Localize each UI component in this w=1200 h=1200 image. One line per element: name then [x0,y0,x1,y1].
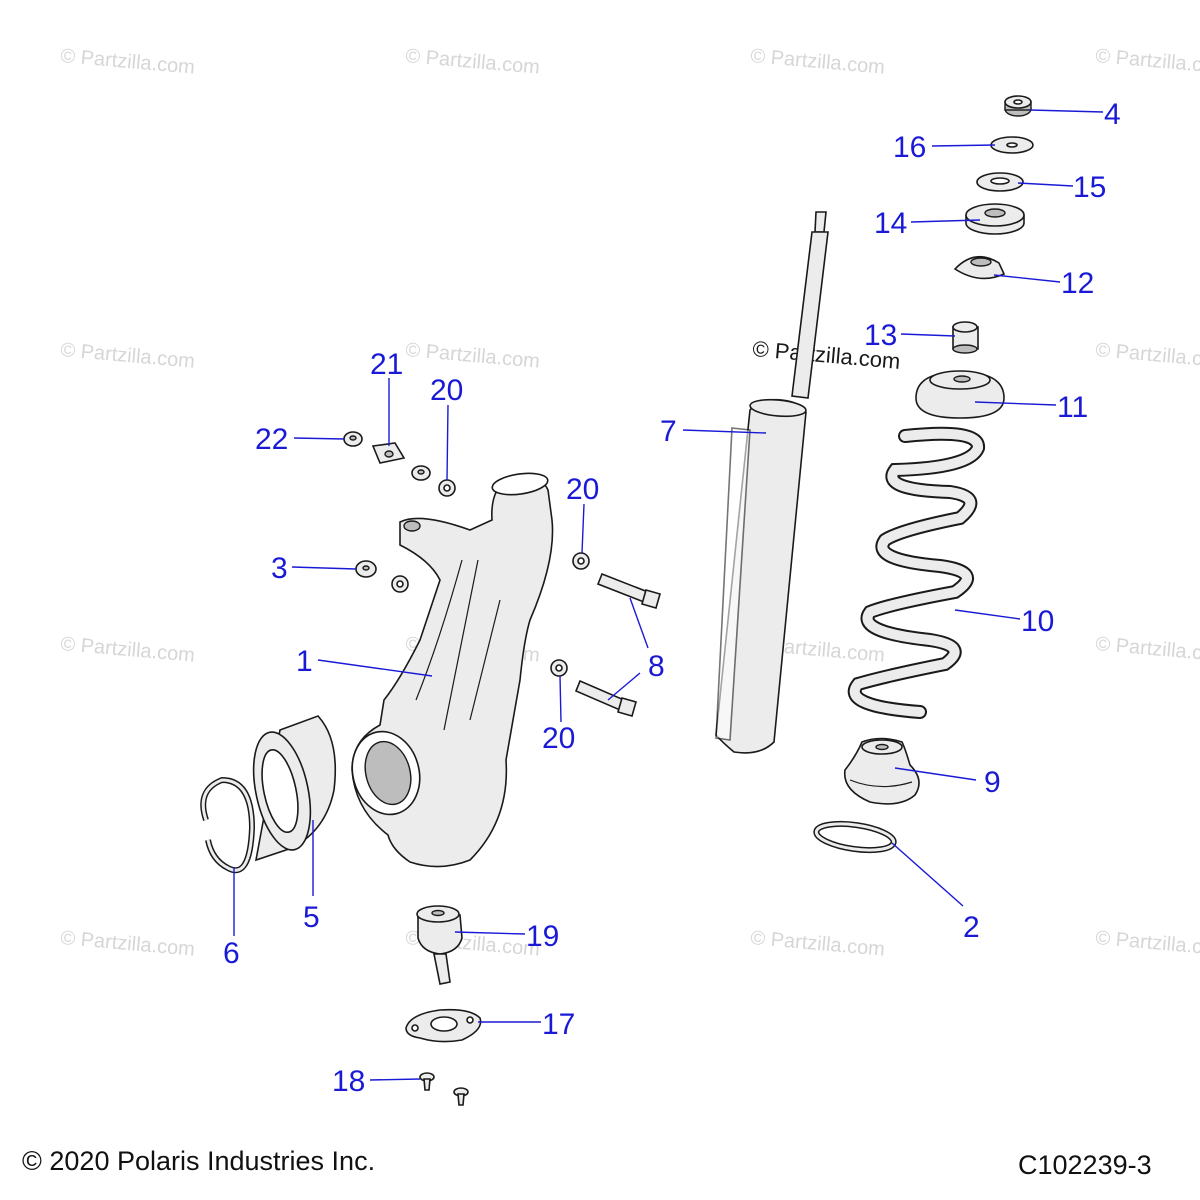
part-screw-18 [453,1087,469,1106]
part-washer-20 [550,659,568,677]
callout-12: 12 [993,267,1094,300]
watermark: © Partzilla.com [60,927,196,961]
callout-number: 5 [303,901,320,934]
callout-10: 10 [954,605,1054,638]
callout-number: 12 [1061,267,1094,300]
watermark: © Partzilla.com [60,633,196,667]
callout-number: 2 [963,911,980,944]
watermark: © Partzilla.com [1095,339,1200,373]
part-spring-seat-11 [915,370,1005,419]
part-bearing-5 [252,715,337,862]
callout-number: 20 [430,374,463,407]
part-nut-3 [355,560,377,578]
callout-number: 20 [566,473,599,506]
callout-number: 6 [223,937,240,970]
part-ball-joint-19 [416,905,463,985]
part-bolt-8 [596,572,661,609]
callout-number: 22 [255,423,288,456]
part-spacer-13 [952,321,979,354]
callout-17: 17 [478,1008,575,1041]
watermark: © Partzilla.com [1095,45,1200,79]
part-snap-ring-6 [200,776,256,874]
callout-number: 3 [271,552,288,585]
part-washer-16 [990,136,1034,154]
watermark-grid: © Partzilla.com © Partzilla.com © Partzi… [60,45,1200,961]
callout-7: 7 [660,415,767,448]
callout-1: 1 [296,645,433,678]
callout-number: 13 [864,319,897,352]
callout-number: 4 [1104,98,1121,131]
part-ring-2 [813,820,897,854]
callout-20-right: 20 [566,473,599,554]
callout-22: 22 [255,423,345,456]
callout-20-top: 20 [430,374,463,481]
callout-6: 6 [223,867,240,970]
watermark: © Partzilla.com [405,45,541,79]
callout-number: 18 [332,1065,365,1098]
part-nut-4 [1004,95,1032,117]
callout-number: 9 [984,766,1001,799]
callout-number: 10 [1021,605,1054,638]
callout-number: 1 [296,645,313,678]
part-nut-22 [343,431,363,447]
part-washer-20 [572,552,590,570]
callout-11: 11 [974,391,1088,424]
watermark: © Partzilla.com [60,339,196,373]
watermark: © Partzilla.com [750,927,886,961]
part-cup-12 [953,256,1006,280]
callout-number: 7 [660,415,677,448]
watermark: © Partzilla.com [1095,927,1200,961]
figure-id: C102239-3 [1018,1150,1152,1180]
part-screw-18 [419,1072,435,1091]
part-strut-7 [715,211,829,754]
callout-19: 19 [454,920,559,953]
copyright-notice: © 2020 Polaris Industries Inc. [22,1146,376,1176]
watermark: © Partzilla.com [1095,633,1200,667]
watermark: © Partzilla.com [405,339,541,373]
part-washer [391,575,409,593]
callout-8: 8 [607,597,665,701]
callout-9: 9 [894,766,1001,799]
callout-13: 13 [864,319,956,352]
part-clip-21 [371,442,406,464]
callout-number: 21 [370,348,403,381]
watermark: © Partzilla.com [60,45,196,79]
callout-number: 16 [893,131,926,164]
part-bushing-14 [965,203,1025,235]
callout-number: 17 [542,1008,575,1041]
callout-2: 2 [891,842,980,944]
callout-number: 15 [1073,171,1106,204]
callout-4: 4 [1029,98,1121,131]
callout-3: 3 [271,552,357,585]
callout-14: 14 [874,207,981,240]
callout-number: 8 [648,650,665,683]
part-plate-17 [405,1008,482,1043]
callout-18: 18 [332,1065,421,1098]
callout-number: 20 [542,722,575,755]
part-jounce-bumper-9 [843,737,920,805]
callout-number: 19 [526,920,559,953]
part-nut [411,465,431,481]
part-washer-15 [976,172,1024,192]
part-washer-20 [438,479,456,497]
callout-number: 11 [1057,391,1088,424]
watermark: © Partzilla.com [750,45,886,79]
part-coil-spring-10 [847,426,985,719]
callout-16: 16 [893,131,996,164]
part-knuckle-1 [351,472,554,868]
callout-15: 15 [1017,171,1106,204]
callout-21: 21 [370,348,403,446]
callout-20-bottom: 20 [542,675,575,755]
callout-5: 5 [303,820,320,934]
part-bolt-8 [574,679,637,717]
callout-number: 14 [874,207,907,240]
